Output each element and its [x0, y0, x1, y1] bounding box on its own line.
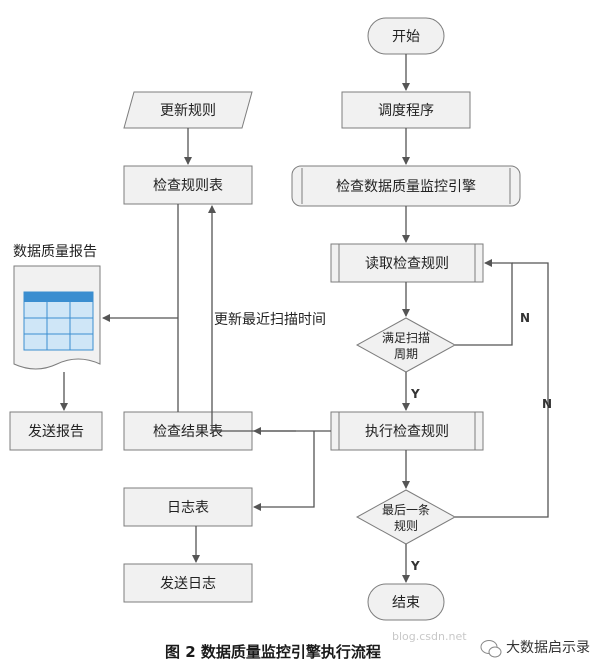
rule-table-node: 检查规则表 [123, 165, 253, 205]
last-rule-decision-line1: 最后一条 [382, 503, 430, 517]
engine-node: 检查数据质量监控引擎 [291, 165, 521, 207]
update-rules-label: 更新规则 [160, 103, 216, 119]
scheduler-node: 调度程序 [341, 91, 471, 129]
report-document: 数据质量报告 [13, 244, 101, 370]
edge-last-no-loop [455, 262, 549, 518]
cycle-decision-line2: 周期 [394, 347, 418, 361]
send-log-label: 发送日志 [160, 576, 216, 592]
last-rule-decision-line2: 规则 [394, 518, 418, 533]
update-scan-time-label: 更新最近扫描时间 [214, 312, 326, 328]
exec-rules-label: 执行检查规则 [365, 424, 449, 440]
end-node: 结束 [367, 583, 445, 621]
watermark-text: blog.csdn.net [392, 630, 467, 643]
scheduler-label: 调度程序 [378, 103, 434, 119]
brand-name: 大数据启示录 [506, 640, 590, 656]
exec-rules-node: 执行检查规则 [330, 411, 484, 451]
send-report-node: 发送报告 [9, 411, 103, 451]
result-table-node: 检查结果表 [123, 411, 253, 451]
start-label: 开始 [392, 29, 420, 45]
rule-table-label: 检查规则表 [153, 178, 223, 194]
log-table-label: 日志表 [167, 500, 209, 516]
wechat-icon [480, 640, 502, 658]
edge-cycle-no-loop [455, 259, 513, 346]
update-rules-node: 更新规则 [123, 91, 253, 129]
engine-label: 检查数据质量监控引擎 [336, 179, 476, 195]
result-table-label: 检查结果表 [153, 424, 223, 440]
cycle-decision-line1: 满足扫描 [382, 331, 430, 345]
report-title: 数据质量报告 [13, 244, 97, 260]
cycle-decision: 满足扫描 周期 [355, 317, 457, 373]
send-report-label: 发送报告 [28, 424, 84, 440]
log-table-node: 日志表 [123, 487, 253, 527]
cycle-no-label: N [520, 311, 530, 325]
send-log-node: 发送日志 [123, 563, 253, 603]
end-label: 结束 [392, 595, 420, 611]
read-rules-label: 读取检查规则 [365, 255, 449, 272]
edge-exec-log [253, 431, 315, 511]
last-no-label: N [542, 397, 552, 411]
report-table-icon [23, 291, 94, 351]
cycle-yes-label: Y [410, 387, 420, 401]
connectors [60, 54, 549, 583]
last-yes-label: Y [410, 559, 420, 573]
start-node: 开始 [367, 17, 445, 55]
figure-caption: 图 2 数据质量监控引擎执行流程 [165, 643, 381, 661]
read-rules-node: 读取检查规则 [330, 243, 484, 283]
last-rule-decision: 最后一条 规则 [355, 489, 457, 545]
